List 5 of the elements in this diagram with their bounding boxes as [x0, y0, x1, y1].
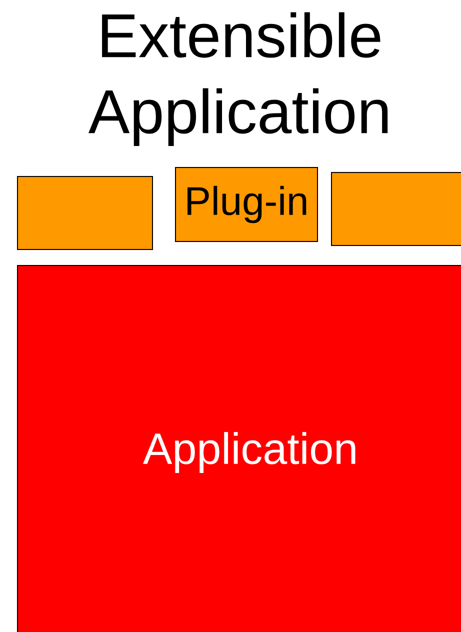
application-box: Application	[17, 265, 461, 632]
title: Extensible Application	[88, 12, 388, 146]
plug-in-box: Plug-in	[175, 167, 318, 242]
plug-in-box	[17, 176, 153, 250]
plug-in-box	[331, 172, 461, 246]
